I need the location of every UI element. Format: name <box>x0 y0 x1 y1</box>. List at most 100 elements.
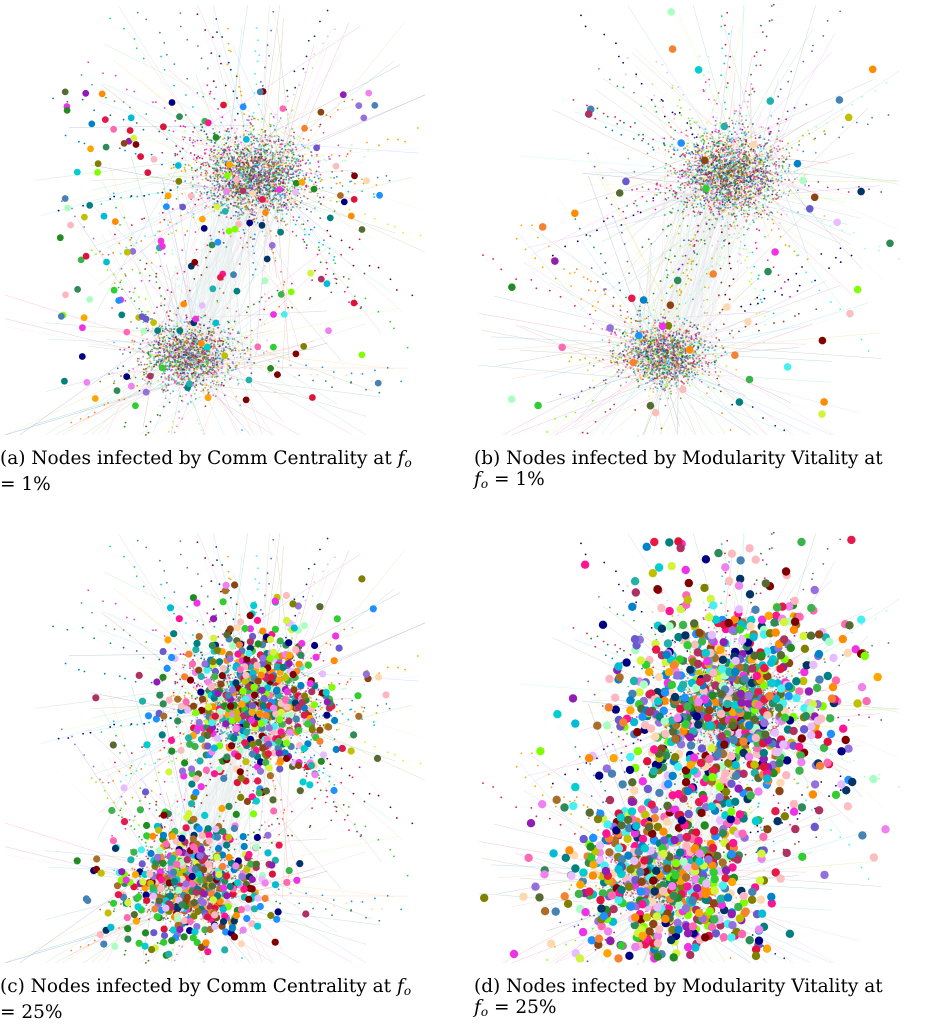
infected-node <box>205 831 213 839</box>
infected-node <box>255 789 263 797</box>
infected-node <box>273 686 281 694</box>
infected-node <box>715 793 724 802</box>
infected-node <box>820 398 828 406</box>
infected-node <box>812 683 822 693</box>
infected-node <box>647 800 656 809</box>
infected-node <box>152 859 160 867</box>
infected-node <box>134 903 142 911</box>
infected-node <box>673 671 682 680</box>
infected-node <box>795 766 804 775</box>
infected-node <box>638 777 647 786</box>
infected-node <box>631 942 640 952</box>
infected-node <box>246 612 254 620</box>
infected-node <box>197 706 206 714</box>
infected-node <box>595 841 605 850</box>
infected-node <box>189 934 197 942</box>
infected-node <box>195 718 203 727</box>
infected-node <box>174 695 182 703</box>
infected-node <box>658 886 668 896</box>
infected-node <box>98 90 106 98</box>
infected-node <box>628 294 636 303</box>
infected-node <box>682 922 691 931</box>
peripheral-nodes <box>482 3 901 437</box>
infected-node <box>243 136 250 143</box>
infected-node <box>775 759 784 768</box>
infected-node <box>271 938 279 946</box>
infected-node <box>350 196 358 203</box>
infected-node <box>826 714 835 723</box>
infected-node <box>619 718 628 727</box>
infected-node <box>189 843 197 851</box>
infected-node <box>192 315 200 323</box>
infected-node <box>259 744 267 752</box>
infected-node <box>646 401 655 410</box>
infected-node <box>663 801 672 810</box>
infected-node <box>347 747 355 755</box>
infected-node <box>283 703 291 711</box>
infected-node <box>200 890 208 898</box>
infected-node <box>199 866 208 874</box>
infected-node <box>238 873 246 881</box>
infected-node <box>638 712 647 721</box>
infected-node <box>560 803 569 812</box>
infected-node <box>265 740 273 748</box>
infected-node <box>93 855 101 863</box>
infected-node <box>718 858 727 867</box>
infected-node <box>144 169 152 177</box>
infected-node <box>247 860 255 868</box>
infected-node <box>810 780 820 789</box>
infected-node <box>644 822 654 832</box>
infected-node <box>642 913 652 922</box>
infected-node <box>310 185 318 193</box>
infected-node <box>159 831 168 839</box>
infected-node <box>625 951 634 960</box>
infected-node <box>194 907 202 916</box>
infected-node <box>81 213 88 221</box>
infected-node <box>113 387 121 394</box>
infected-node <box>156 691 164 699</box>
infected-node <box>747 895 757 904</box>
infected-node <box>283 739 291 747</box>
infected-node <box>536 747 545 756</box>
infected-node <box>571 209 579 218</box>
infected-node <box>223 631 231 639</box>
infected-node <box>535 893 544 902</box>
infected-node <box>705 907 715 916</box>
infected-node <box>721 866 731 875</box>
infected-node <box>558 343 566 352</box>
infected-node <box>290 686 298 694</box>
infected-node <box>152 715 160 723</box>
infected-node <box>165 950 173 958</box>
infected-node <box>304 720 312 728</box>
infected-node <box>719 933 728 942</box>
infected-node <box>244 904 252 912</box>
infected-node <box>531 882 540 891</box>
infected-node <box>617 885 626 895</box>
infected-node <box>648 569 657 578</box>
infected-node <box>828 682 838 692</box>
infected-node <box>197 735 206 743</box>
infected-node <box>686 760 695 770</box>
infected-node <box>685 345 694 354</box>
infected-node <box>159 647 167 656</box>
infected-node <box>734 784 743 793</box>
infected-node <box>801 711 811 721</box>
infected-node <box>750 651 759 660</box>
infected-node <box>203 731 212 739</box>
infected-node <box>250 905 259 913</box>
infected-node <box>213 646 221 654</box>
network-plot-d <box>474 528 904 968</box>
infected-node <box>763 774 772 783</box>
infected-node <box>708 843 718 853</box>
infected-node <box>609 905 618 914</box>
infected-node <box>187 192 195 200</box>
infected-node <box>186 927 194 935</box>
infected-node <box>638 834 648 844</box>
infected-node <box>209 658 217 666</box>
infected-node <box>651 408 660 417</box>
infected-node <box>780 713 790 722</box>
infected-node <box>626 752 635 762</box>
infected-node <box>844 744 853 753</box>
infected-node <box>111 844 120 852</box>
infected-node <box>258 686 266 694</box>
